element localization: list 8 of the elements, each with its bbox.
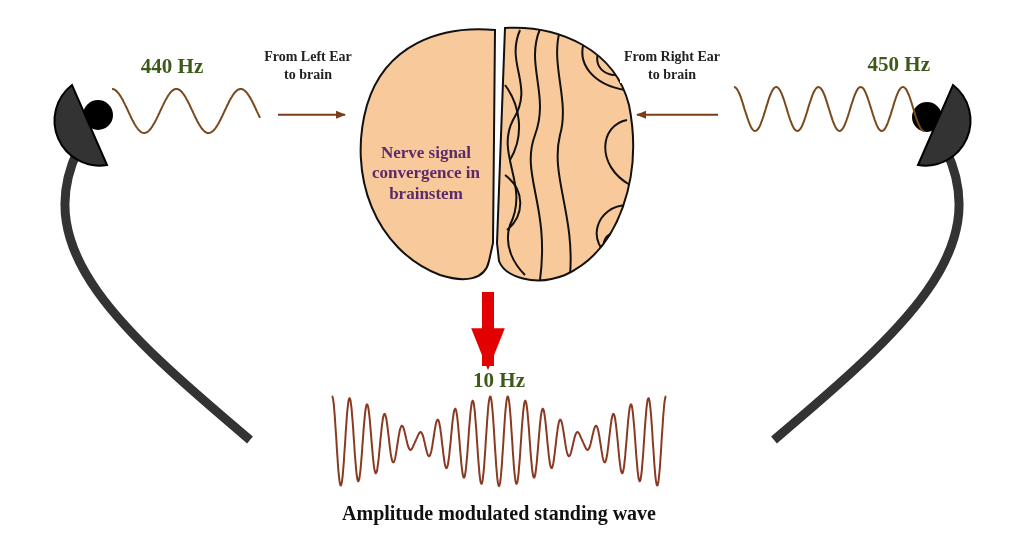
arrow <box>277 110 346 119</box>
frequency-label: 10 Hz <box>473 370 525 391</box>
frequency-label: 450 Hz <box>867 54 930 75</box>
arrow <box>471 292 505 371</box>
arrow <box>636 110 719 119</box>
caption: Amplitude modulated standing wave <box>341 502 657 525</box>
brain-label: Nerve signal convergence in brainstem <box>370 143 482 205</box>
frequency-label: 440 Hz <box>140 56 204 77</box>
